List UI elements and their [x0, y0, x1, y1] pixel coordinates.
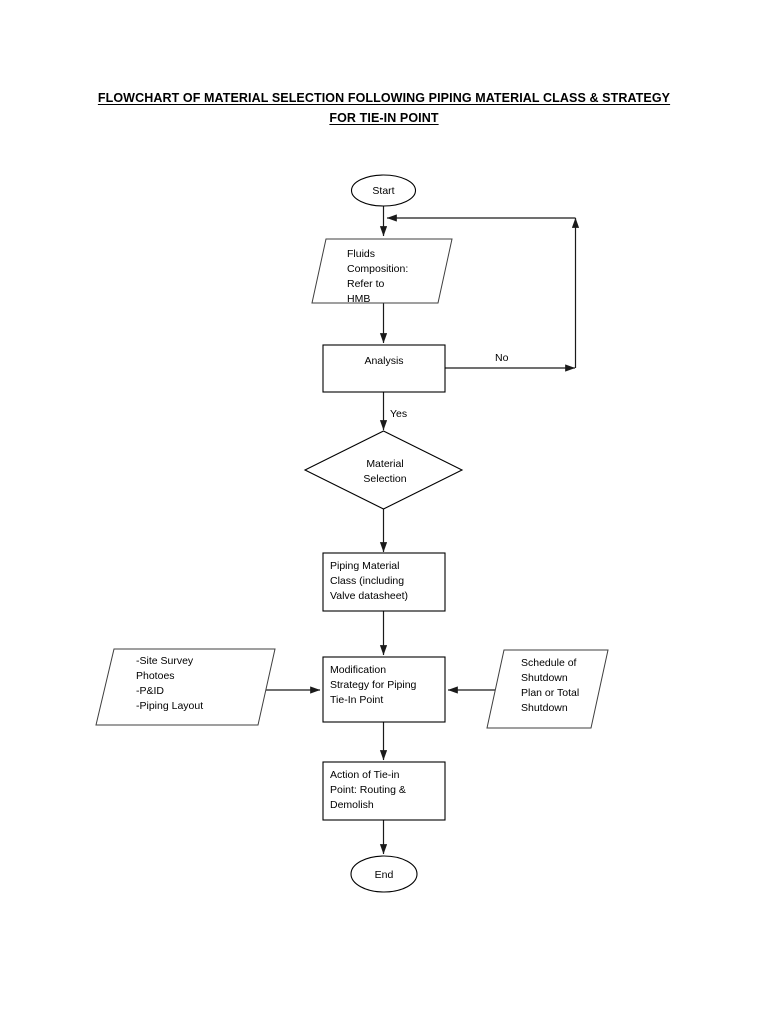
end-ellipse-shape: [350, 855, 418, 893]
node-start[interactable]: Start: [350, 174, 417, 207]
node-fluids-line-1: Fluids: [347, 248, 375, 260]
node-piping-class-line-2: Class (including: [330, 575, 404, 587]
node-shutdown-line-3: Plan or Total: [521, 687, 579, 699]
node-modification-line-1: Modification: [330, 664, 386, 676]
node-action-line-1: Action of Tie-in: [330, 769, 400, 781]
fluids-parallelogram-shape: [311, 238, 453, 304]
node-piping-class-line-3: Valve datasheet): [330, 590, 408, 602]
node-start-label: Start: [372, 185, 394, 197]
page-title-line-2: FOR TIE-IN POINT: [329, 111, 439, 125]
node-analysis-label: Analysis: [364, 355, 403, 367]
edge-label-no: No: [495, 352, 509, 364]
node-site-survey[interactable]: -Site Survey Photoes -P&ID -Piping Layou…: [95, 648, 276, 726]
node-shutdown-line-4: Shutdown: [521, 702, 568, 714]
node-action-line-3: Demolish: [330, 799, 374, 811]
site-survey-parallelogram-shape: [95, 648, 276, 726]
node-fluids-line-3: Refer to: [347, 278, 385, 290]
node-shutdown-line-1: Schedule of: [521, 657, 577, 669]
shutdown-parallelogram-shape: [486, 649, 609, 729]
analysis-rect-shape: [322, 344, 446, 393]
node-piping-class-line-1: Piping Material: [330, 560, 399, 572]
node-shutdown-schedule[interactable]: Schedule of Shutdown Plan or Total Shutd…: [486, 649, 609, 729]
node-site-survey-line-4: -Piping Layout: [136, 700, 203, 712]
connectors: [258, 206, 580, 855]
page-title: FLOWCHART OF MATERIAL SELECTION FOLLOWIN…: [84, 88, 684, 128]
node-material-selection-line-1: Material: [366, 458, 403, 470]
page-title-line-1: FLOWCHART OF MATERIAL SELECTION FOLLOWIN…: [97, 91, 671, 105]
node-fluids-line-2: Composition:: [347, 263, 408, 275]
node-action-tie-in[interactable]: Action of Tie-in Point: Routing & Demoli…: [322, 761, 446, 821]
node-modification-line-2: Strategy for Piping: [330, 679, 417, 691]
modification-rect-shape: [322, 656, 446, 723]
node-modification-strategy[interactable]: Modification Strategy for Piping Tie-In …: [322, 656, 446, 723]
node-end[interactable]: End: [350, 855, 418, 893]
node-fluids-line-4: HMB: [347, 293, 370, 305]
edge-label-yes: Yes: [390, 408, 407, 420]
node-site-survey-line-1: -Site Survey: [136, 655, 194, 667]
node-material-selection-line-2: Selection: [363, 473, 406, 485]
node-analysis[interactable]: Analysis: [322, 344, 446, 393]
node-site-survey-line-3: -P&ID: [136, 685, 164, 697]
piping-class-rect-shape: [322, 552, 446, 612]
start-ellipse-shape: [350, 174, 417, 207]
node-material-selection[interactable]: Material Selection: [303, 430, 464, 510]
node-action-line-2: Point: Routing &: [330, 784, 406, 796]
action-rect-shape: [322, 761, 446, 821]
node-piping-material-class[interactable]: Piping Material Class (including Valve d…: [322, 552, 446, 612]
material-selection-diamond-shape: [303, 430, 464, 510]
node-fluids-composition[interactable]: Fluids Composition: Refer to HMB: [311, 238, 453, 305]
node-end-label: End: [375, 869, 394, 881]
node-modification-line-3: Tie-In Point: [330, 694, 383, 706]
node-site-survey-line-2: Photoes: [136, 670, 175, 682]
node-shutdown-line-2: Shutdown: [521, 672, 568, 684]
